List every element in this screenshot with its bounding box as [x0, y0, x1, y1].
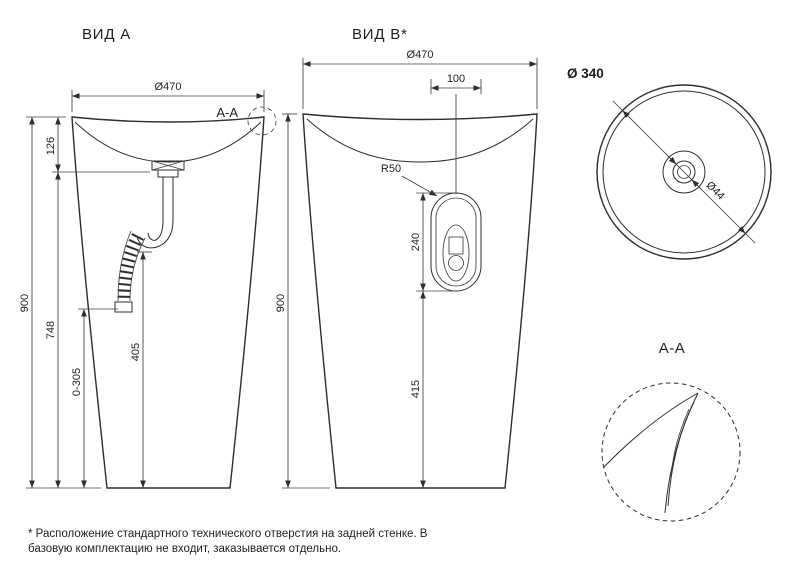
dim-a-range-label: 0-305: [71, 368, 83, 396]
view-b-rim-edge: [302, 113, 538, 121]
diameter-overshoot-bottom: [745, 233, 756, 244]
hole-inner: [435, 197, 477, 287]
dim-top-drain-label: Ø44: [704, 179, 727, 202]
drain-collar: [157, 169, 179, 178]
rim-profile-inner-wall: [667, 401, 695, 507]
drain-dim-arrow-2: [691, 179, 703, 191]
view-a-title: ВИД А: [82, 26, 131, 43]
dim-b-diameter-label: Ø470: [407, 49, 434, 61]
view-b-body-outline: [302, 113, 538, 489]
dim-top-outer-label: Ø 340: [567, 66, 604, 81]
hole-insert-rect: [448, 236, 464, 255]
dim-a-748-label: 748: [45, 321, 57, 339]
trap-inner-bend: [147, 220, 164, 241]
dim-a-verticals: 900 126 748 0-305 405: [19, 116, 152, 489]
top-view: Ø 340 Ø44: [567, 66, 772, 260]
dim-b-height-label: 900: [275, 294, 287, 312]
diameter-line: [622, 110, 746, 234]
diameter-overshoot-top: [612, 100, 623, 111]
siphon-assembly: [114, 160, 185, 313]
footnote-line-2: базовую комплектацию не входит, заказыва…: [28, 543, 341, 555]
dim-b-415-label: 415: [410, 380, 422, 398]
view-b: ВИД В* R50 Ø470 100: [275, 26, 538, 489]
detail-a-a: A-A: [601, 340, 741, 522]
dim-b-hole-width: 100: [430, 73, 482, 94]
dim-b-diameter: Ø470: [302, 49, 538, 109]
dim-a-405-label: 405: [130, 343, 142, 361]
dim-a-rim-depth-label: 126: [45, 137, 57, 155]
dim-b-radius-label: R50: [381, 163, 401, 175]
trap-outer-bend: [136, 220, 174, 249]
hose-edge-right: [129, 237, 146, 302]
view-b-title: ВИД В*: [352, 26, 408, 43]
hose-edge-left: [117, 230, 132, 302]
section-detail-circle: [247, 106, 277, 136]
hose-end-fitting: [114, 301, 133, 313]
dim-b-height: 900: [275, 113, 330, 489]
hole-insert-circle: [448, 255, 464, 271]
flexible-hose: [117, 232, 144, 302]
rim-profile-top: [603, 392, 699, 468]
rim-profile-inner-line: [670, 408, 690, 479]
view-a: ВИД А A-A Ø470: [19, 26, 277, 489]
view-a-body-outline: [71, 116, 265, 489]
dim-b-hole-width-label: 100: [447, 73, 465, 85]
rim-inner-circle: [602, 90, 766, 254]
dim-b-240-label: 240: [410, 233, 422, 251]
footnote: * Расположение стандартного технического…: [28, 528, 428, 555]
detail-boundary-circle: [601, 382, 741, 522]
rim-outer-circle: [596, 84, 772, 260]
view-a-section-ref: A-A: [216, 105, 238, 120]
dim-a-diameter-label: Ø470: [155, 81, 182, 93]
detail-title: A-A: [659, 340, 686, 357]
drain-dim-arrow-1: [665, 153, 677, 165]
view-a-rim-edge: [71, 116, 265, 123]
dim-a-height-label: 900: [19, 294, 31, 312]
drain-flange-cross-2: [151, 160, 185, 171]
footnote-line-1: * Расположение стандартного технического…: [28, 528, 428, 540]
dim-a-diameter: Ø470: [71, 81, 265, 112]
technical-hole: [430, 94, 482, 292]
view-a-bowl-curve: [74, 121, 262, 163]
dim-b-hole-verticals: 240 415: [410, 192, 456, 488]
hole-insert-oval: [442, 224, 470, 282]
view-b-bowl-curve: [306, 118, 534, 163]
